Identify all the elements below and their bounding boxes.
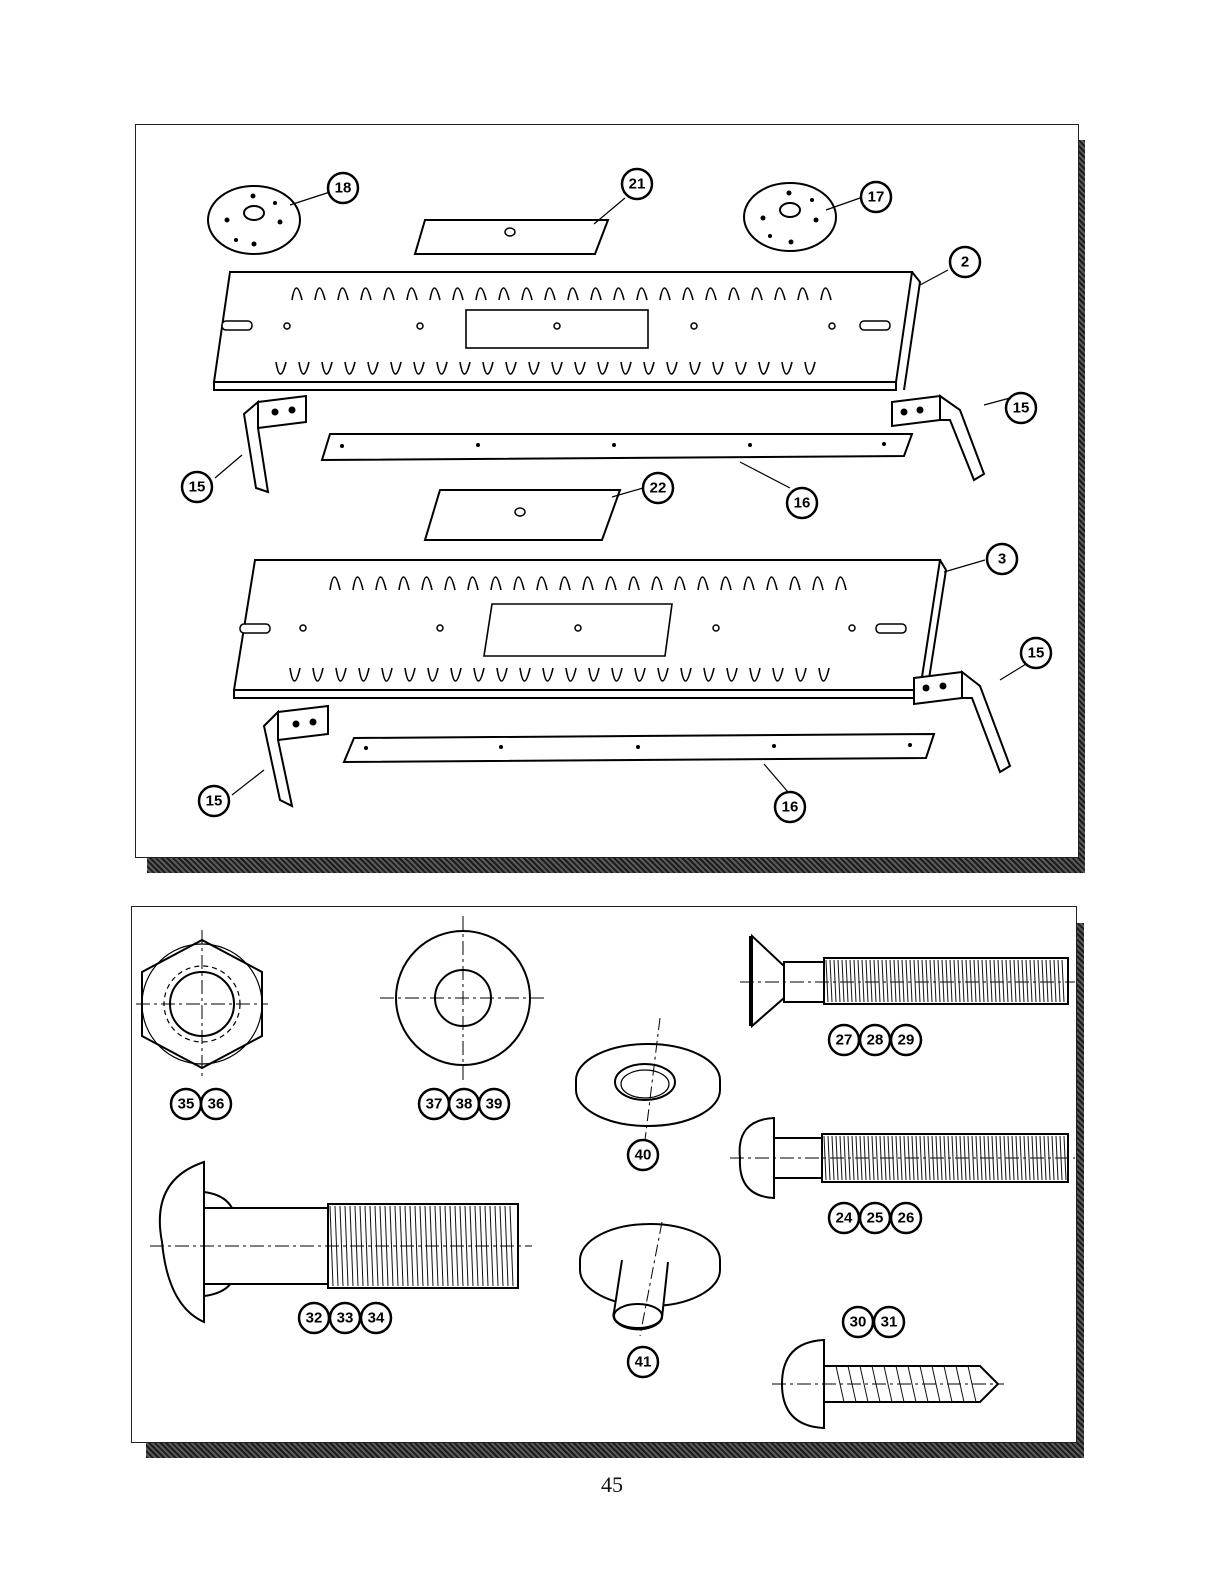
svg-text:16: 16 (794, 495, 811, 512)
collar-washer (575, 1017, 721, 1141)
callout-15-left-bottom: 15 (197, 784, 231, 818)
dovetail-template-2 (212, 269, 949, 391)
callout-33: 33 (328, 1301, 362, 1335)
callout-27: 27 (827, 1023, 861, 1057)
svg-text:35: 35 (178, 1096, 195, 1113)
svg-text:39: 39 (486, 1096, 503, 1113)
thread-lines (329, 959, 1067, 1403)
svg-text:25: 25 (867, 1210, 884, 1227)
svg-text:26: 26 (898, 1210, 915, 1227)
flanged-bushing (579, 1221, 721, 1337)
svg-text:2: 2 (961, 254, 969, 271)
svg-text:17: 17 (868, 189, 885, 206)
page-number: 45 (601, 1472, 623, 1497)
bar-16-bottom (342, 732, 936, 793)
svg-text:21: 21 (629, 176, 646, 193)
bar-16-top (320, 433, 914, 489)
svg-text:15: 15 (1013, 400, 1030, 417)
callout-15-right-top: 15 (1004, 391, 1038, 425)
callout-16-bottom: 16 (773, 790, 807, 824)
svg-text:37: 37 (426, 1096, 443, 1113)
svg-text:29: 29 (898, 1032, 915, 1049)
callout-34: 34 (359, 1301, 393, 1335)
callout-36: 36 (199, 1087, 233, 1121)
callout-35: 35 (169, 1087, 203, 1121)
plate-22 (423, 487, 644, 541)
hex-nut (136, 930, 268, 1076)
svg-text:15: 15 (189, 479, 206, 496)
callout-2: 2 (948, 245, 982, 279)
callout-39: 39 (477, 1087, 511, 1121)
svg-text:16: 16 (782, 799, 799, 816)
svg-text:38: 38 (456, 1096, 473, 1113)
svg-text:34: 34 (368, 1310, 385, 1327)
svg-text:15: 15 (1028, 645, 1045, 662)
wood-screw (772, 1338, 1004, 1430)
callout-38: 38 (447, 1087, 481, 1121)
callout-29: 29 (889, 1023, 923, 1057)
svg-text:30: 30 (850, 1314, 867, 1331)
callout-16-top: 16 (785, 486, 819, 520)
svg-text:40: 40 (635, 1147, 652, 1164)
bracket-15-right-bottom (913, 663, 1027, 774)
svg-text:36: 36 (208, 1096, 225, 1113)
callout-25: 25 (858, 1201, 892, 1235)
bracket-15-left-top (214, 394, 307, 494)
svg-text:27: 27 (836, 1032, 853, 1049)
svg-text:3: 3 (998, 551, 1006, 568)
bracket-15-right-top (891, 394, 1011, 482)
callout-15-right-bottom: 15 (1019, 636, 1053, 670)
callout-32: 32 (297, 1301, 331, 1335)
callout-22: 22 (641, 471, 675, 505)
spacer-disk-18 (207, 185, 331, 255)
svg-text:31: 31 (881, 1314, 898, 1331)
svg-text:15: 15 (206, 793, 223, 810)
spacer-disk-17 (743, 182, 861, 252)
svg-text:32: 32 (306, 1310, 323, 1327)
svg-text:28: 28 (867, 1032, 884, 1049)
svg-text:22: 22 (650, 480, 667, 497)
callout-21: 21 (620, 167, 654, 201)
callout-28: 28 (858, 1023, 892, 1057)
dovetail-template-3 (232, 559, 986, 699)
callout-26: 26 (889, 1201, 923, 1235)
pan-head-screw (730, 1116, 1075, 1200)
callout-40: 40 (626, 1138, 660, 1172)
svg-text:33: 33 (337, 1310, 354, 1327)
callout-3: 3 (985, 542, 1019, 576)
svg-text:18: 18 (335, 180, 352, 197)
callout-31: 31 (872, 1305, 906, 1339)
plate-21 (413, 197, 626, 255)
flat-washer (380, 916, 546, 1082)
callout-18: 18 (326, 171, 360, 205)
svg-text:24: 24 (836, 1210, 853, 1227)
callout-24: 24 (827, 1201, 861, 1235)
callout-37: 37 (417, 1087, 451, 1121)
callout-15-left-top: 15 (180, 470, 214, 504)
top-panel-drawing: 18 21 17 2 15 15 22 16 3 15 15 16 (180, 167, 1053, 824)
callout-30: 30 (841, 1305, 875, 1339)
callout-17: 17 (859, 180, 893, 214)
svg-text:41: 41 (635, 1354, 652, 1371)
bracket-15-left-bottom (231, 704, 329, 808)
callout-41: 41 (626, 1345, 660, 1379)
